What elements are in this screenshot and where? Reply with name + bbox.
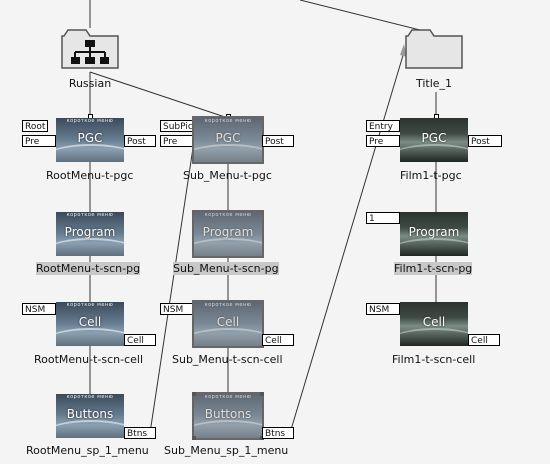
root-program-thumbnail[interactable]: короткое меню Program <box>56 212 124 256</box>
node-caption: Buttons <box>66 407 114 421</box>
root-buttons-label: RootMenu_sp_1_menu <box>26 444 149 457</box>
root-cell-thumbnail[interactable]: короткое меню Cell <box>56 302 124 346</box>
hierarchy-folder-icon <box>60 28 120 70</box>
title-1-folder[interactable] <box>404 28 464 70</box>
swoosh-graphic <box>194 328 262 346</box>
cell-tag[interactable]: Cell <box>468 334 500 346</box>
sub-program-label: Sub_Menu-t-scn-pg <box>173 262 279 275</box>
nsm-tag[interactable]: NSM <box>22 303 56 315</box>
sub-pgc-thumbnail[interactable]: короткое меню PGC <box>192 116 264 164</box>
swoosh-graphic <box>400 328 468 346</box>
root-program-label: RootMenu-t-scn-pg <box>36 262 141 275</box>
russian-folder-label: Russian <box>68 77 112 90</box>
link-line <box>299 0 421 31</box>
btns-tag[interactable]: Btns <box>124 427 156 439</box>
post-tag[interactable]: Post <box>468 135 502 147</box>
thumbnail-title: короткое меню <box>66 212 114 218</box>
entry-tag[interactable]: Entry <box>366 120 400 132</box>
pre-tag[interactable]: Pre <box>22 135 56 147</box>
russian-folder[interactable] <box>60 28 120 70</box>
nsm-tag[interactable]: NSM <box>366 303 400 315</box>
subpic-tag[interactable]: SubPic <box>160 120 194 132</box>
folder-icon <box>404 28 464 70</box>
swoosh-graphic <box>56 238 124 256</box>
sub-pgc-label: Sub_Menu-t-pgc <box>183 169 272 182</box>
swoosh-graphic <box>56 144 124 162</box>
index-tag[interactable]: 1 <box>366 212 400 224</box>
swoosh-graphic <box>194 420 262 438</box>
thumbnail-title: короткое меню <box>204 212 252 218</box>
swoosh-graphic <box>400 238 468 256</box>
resize-handle[interactable] <box>260 392 264 396</box>
thumbnail-title: короткое меню <box>66 394 114 400</box>
sub-buttons-label: Sub_Menu_sp_1_menu <box>164 444 289 457</box>
sub-cell-thumbnail[interactable]: короткое меню Cell <box>192 300 264 348</box>
swoosh-graphic <box>194 238 262 256</box>
link-line <box>89 71 229 119</box>
sub-cell-label: Sub_Menu-t-scn-cell <box>172 353 283 366</box>
link-line <box>289 51 405 434</box>
node-caption: PGC <box>215 131 241 145</box>
node-caption: Buttons <box>204 407 252 421</box>
node-caption: Program <box>408 225 460 239</box>
node-caption: PGC <box>421 131 447 145</box>
root-tag[interactable]: Root <box>22 120 49 132</box>
root-buttons-thumbnail[interactable]: короткое меню Buttons <box>56 394 124 438</box>
thumbnail-title: короткое меню <box>66 118 114 124</box>
btns-tag[interactable]: Btns <box>262 427 294 439</box>
pre-tag[interactable]: Pre <box>160 135 194 147</box>
post-tag[interactable]: Post <box>124 135 156 147</box>
swoosh-graphic <box>194 144 262 162</box>
thumbnail-title: короткое меню <box>204 118 252 124</box>
film-pgc-label: Film1-t-pgc <box>400 169 462 182</box>
node-caption: Cell <box>422 315 446 329</box>
thumbnail-title: короткое меню <box>204 394 252 400</box>
swoosh-graphic <box>56 420 124 438</box>
film-program-thumbnail[interactable]: Program <box>400 212 468 256</box>
pre-tag[interactable]: Pre <box>366 135 400 147</box>
swoosh-graphic <box>400 144 468 162</box>
film-program-label: Film1-t-scn-pg <box>394 262 473 275</box>
post-tag[interactable]: Post <box>262 135 294 147</box>
node-caption: Program <box>202 225 254 239</box>
sub-buttons-thumbnail[interactable]: короткое меню Buttons <box>192 392 264 440</box>
cell-tag[interactable]: Cell <box>262 334 294 346</box>
swoosh-graphic <box>56 328 124 346</box>
resize-handle[interactable] <box>192 392 196 396</box>
resize-handle[interactable] <box>192 436 196 440</box>
film-cell-thumbnail[interactable]: Cell <box>400 302 468 346</box>
thumbnail-title: короткое меню <box>66 302 114 308</box>
node-caption: Program <box>64 225 116 239</box>
root-pgc-label: RootMenu-t-pgc <box>46 169 134 182</box>
root-pgc-thumbnail[interactable]: короткое меню PGC <box>56 118 124 162</box>
link-line <box>149 127 197 434</box>
film-cell-label: Film1-t-scn-cell <box>392 353 476 366</box>
title-1-folder-label: Title_1 <box>415 77 453 90</box>
film-pgc-thumbnail[interactable]: PGC <box>400 118 468 162</box>
sub-program-thumbnail[interactable]: короткое меню Program <box>192 210 264 258</box>
nsm-tag[interactable]: NSM <box>160 303 194 315</box>
node-caption: Cell <box>216 315 240 329</box>
node-caption: PGC <box>77 131 103 145</box>
cell-tag[interactable]: Cell <box>124 334 156 346</box>
thumbnail-title: короткое меню <box>204 302 252 308</box>
root-cell-label: RootMenu-t-scn-cell <box>34 353 144 366</box>
node-caption: Cell <box>78 315 102 329</box>
